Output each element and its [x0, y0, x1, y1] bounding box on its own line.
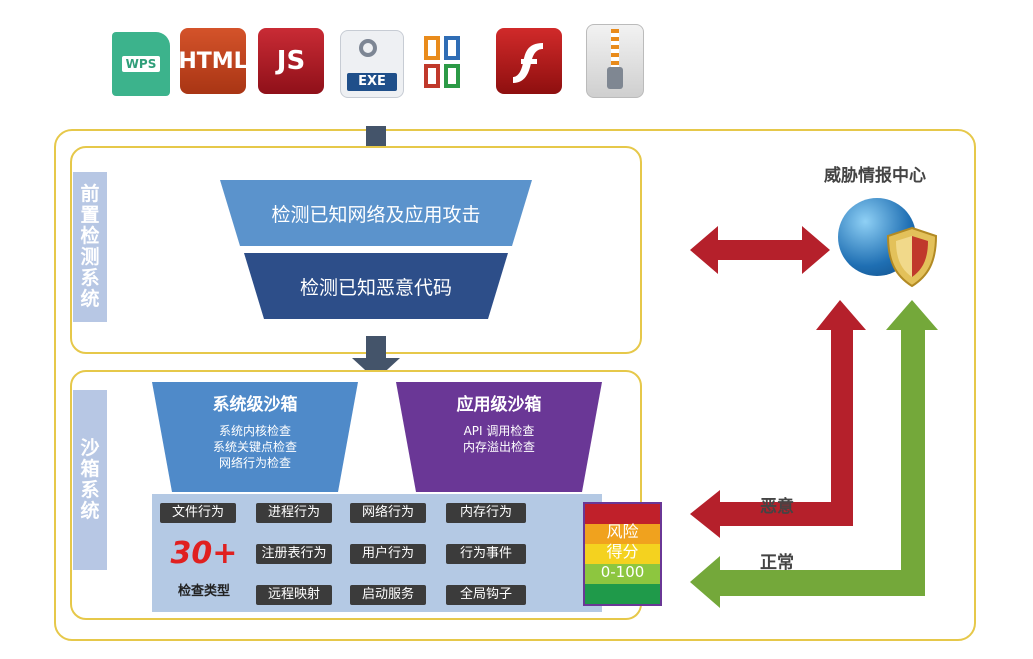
- behavior-tag: 启动服务: [350, 585, 426, 605]
- check-count: 30+: [170, 536, 238, 571]
- app-sandbox-funnel: [396, 382, 602, 492]
- list-item: 网络行为检查: [218, 456, 291, 470]
- list-item: 系统内核检查: [218, 424, 291, 438]
- risk-text-1: 风险: [606, 522, 639, 541]
- check-count-label: 检查类型: [177, 584, 230, 599]
- behavior-tag: 内存行为: [446, 503, 526, 523]
- behavior-tag: 文件行为: [160, 503, 236, 523]
- list-item: API 调用检查: [463, 424, 535, 438]
- pre-check-label: 前置检测系统: [73, 172, 107, 322]
- app-sandbox: 应用级沙箱 API 调用检查 内存溢出检查: [396, 390, 602, 455]
- behavior-tag: 进程行为: [256, 503, 332, 523]
- html-file-icon: HTML: [178, 28, 248, 94]
- list-item: 系统关键点检查: [212, 440, 297, 454]
- flash-file-icon: [496, 28, 562, 94]
- system-sandbox-title: 系统级沙箱: [212, 395, 298, 415]
- js-file-icon: JS: [258, 28, 324, 94]
- outer-frame: [54, 129, 976, 641]
- shield-icon: [886, 226, 938, 288]
- normal-arrow: [690, 300, 938, 608]
- stage2-label: 检测已知恶意代码: [299, 276, 452, 299]
- system-sandbox: 系统级沙箱 系统内核检查 系统关键点检查 网络行为检查: [152, 390, 358, 471]
- wps-file-icon: WPS: [112, 32, 170, 96]
- behavior-tag: 远程映射: [256, 585, 332, 605]
- stage1-funnel: [220, 180, 532, 246]
- behavior-tag: 注册表行为: [256, 544, 332, 564]
- exe-file-icon: EXE: [340, 30, 404, 98]
- malicious-arrow: [690, 300, 866, 538]
- normal-label: 正常: [760, 553, 794, 573]
- pre-check-panel: [70, 146, 642, 354]
- behavior-tag: 用户行为: [350, 544, 426, 564]
- office-file-icon: [424, 36, 464, 90]
- risk-score-meter: [583, 502, 662, 606]
- risk-text-2: 得分: [606, 542, 639, 561]
- gear-icon: [359, 39, 377, 57]
- risk-text-3: 0-100: [600, 563, 645, 581]
- sandbox-label: 沙箱系统: [73, 390, 107, 570]
- down-arrow-icon: [352, 336, 400, 380]
- list-item: 内存溢出检查: [462, 440, 535, 454]
- app-sandbox-title: 应用级沙箱: [456, 395, 542, 415]
- system-sandbox-funnel: [152, 382, 358, 492]
- malicious-label: 恶意: [760, 497, 794, 517]
- stage1-label: 检测已知网络及应用攻击: [271, 203, 481, 226]
- threat-intel-title: 威胁情报中心: [824, 166, 926, 186]
- file-icons-row: WPS HTML JS EXE: [112, 24, 652, 98]
- behavior-tag: 网络行为: [350, 503, 426, 523]
- stage2-funnel: [244, 253, 508, 319]
- zip-file-icon: [586, 24, 644, 98]
- behavior-tag: 行为事件: [446, 544, 526, 564]
- double-arrow-icon: [690, 226, 830, 274]
- behavior-tag: 全局钩子: [446, 585, 526, 605]
